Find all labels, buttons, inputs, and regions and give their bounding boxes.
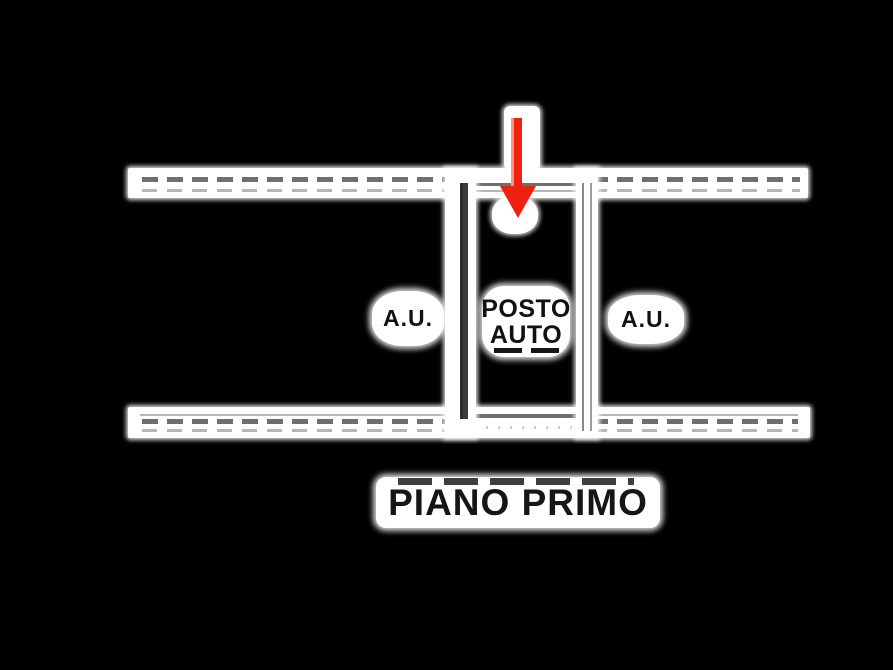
lower-dashed-line-right [592,419,798,424]
floor-title-text: PIANO PRIMO [388,481,648,523]
stall-right-wall-line-inner [590,183,592,431]
stall-bottom-dotted-line [462,426,590,429]
floor-title-overbar [398,478,634,485]
upper-dashed-line-left [142,177,458,182]
lower-dashed-line-right-faint [592,429,798,432]
stall-left-wall-line [460,183,468,419]
arrow-halo-upper [504,106,540,170]
label-posto-auto: POSTO AUTO [481,286,571,357]
arrow-shaft [511,118,522,188]
label-au-right-text: A.U. [621,306,671,332]
upper-dashed-line-left-faint [142,189,458,192]
floor-title: PIANO PRIMO [376,477,660,528]
parking-label-line2: AUTO [489,320,563,349]
stall-bottom-edge [456,414,596,418]
parking-label-line1: POSTO [481,294,571,323]
label-au-right: A.U. [608,295,684,344]
stall-top-edge [458,183,594,186]
label-au-left: A.U. [372,291,444,346]
upper-dashed-line-right-faint [592,189,800,192]
label-au-left-text: A.U. [383,305,433,331]
arrow-head [500,186,536,218]
parking-label-underline [494,348,560,353]
upper-dashed-line-right [592,177,800,182]
lower-dashed-line-left-faint [142,429,458,432]
stall-right-wall-halo [576,168,598,438]
stall-right-wall-line-outer [582,183,584,431]
lower-dashed-line-left [142,419,458,424]
